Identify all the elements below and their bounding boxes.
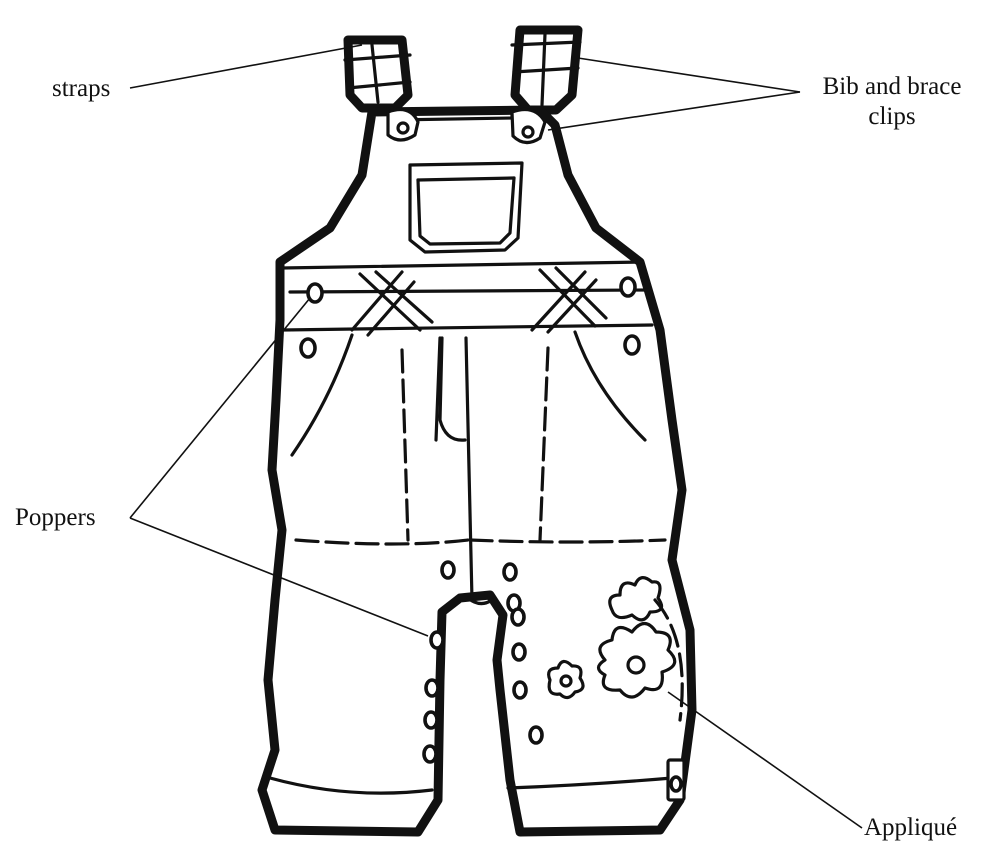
label-bib-brace-clips: Bib and brace clips xyxy=(802,72,982,132)
applique-leader xyxy=(668,692,862,828)
straps-leader xyxy=(130,45,362,88)
popper xyxy=(301,339,315,357)
dungarees-body xyxy=(262,110,692,832)
popper xyxy=(425,712,437,728)
popper xyxy=(621,278,635,296)
popper xyxy=(424,746,436,762)
popper xyxy=(512,609,524,625)
right-strap xyxy=(512,30,580,110)
clips-leader-1 xyxy=(578,58,800,92)
clips-leader-2 xyxy=(548,92,800,130)
label-bib-brace-clips-line1: Bib and brace xyxy=(802,72,982,102)
popper xyxy=(442,562,454,578)
right-clip xyxy=(512,110,545,143)
popper xyxy=(625,336,639,354)
label-straps: straps xyxy=(52,74,110,104)
left-clip xyxy=(388,110,418,140)
popper xyxy=(504,564,516,580)
left-strap xyxy=(345,40,410,108)
popper xyxy=(308,284,322,302)
popper xyxy=(431,632,443,648)
label-bib-brace-clips-line2: clips xyxy=(802,102,982,132)
label-poppers: Poppers xyxy=(15,503,96,533)
popper xyxy=(513,644,525,660)
popper xyxy=(530,727,542,743)
popper xyxy=(514,682,526,698)
label-applique: Appliqué xyxy=(864,813,957,843)
popper xyxy=(426,680,438,696)
